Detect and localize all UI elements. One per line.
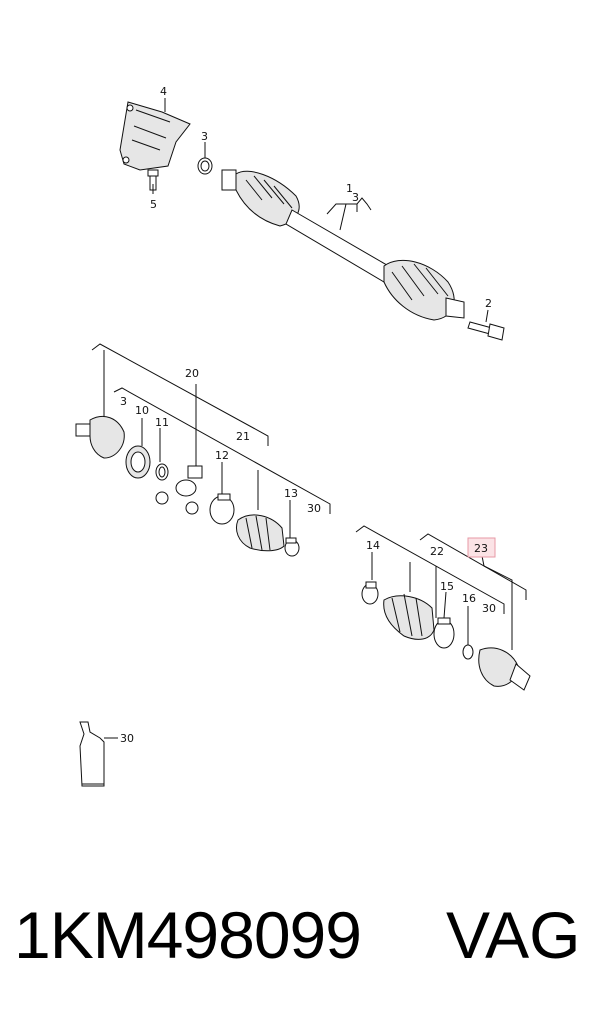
callout-12: 12 — [215, 449, 229, 462]
callout-30c: 30 — [120, 732, 134, 745]
grease-tube-part-30 — [79, 721, 105, 787]
drive-shaft-part-1 — [221, 169, 465, 321]
callout-3c: 3 — [120, 395, 127, 408]
circlip-part-3-top — [197, 157, 213, 175]
part-number: 1KM498099 — [14, 898, 362, 972]
callout-1: 1 — [346, 182, 353, 195]
boot-part-21 — [236, 514, 285, 552]
tripod-joint — [155, 465, 203, 515]
exploded-parts-diagram: 1 3 3 4 5 2 20 3 10 11 21 12 13 30 14 22… — [75, 85, 531, 787]
callout-15: 15 — [440, 580, 454, 593]
clamp-part-14 — [361, 581, 379, 605]
callout-2: 2 — [485, 297, 492, 310]
callout-23-highlighted[interactable]: 23 — [474, 542, 488, 555]
highlight-box-23 — [467, 537, 496, 558]
callout-22: 22 — [430, 545, 444, 558]
callout-3a: 3 — [352, 191, 359, 204]
callout-13: 13 — [284, 487, 298, 500]
callout-30b: 30 — [482, 602, 496, 615]
clamp-part-13 — [284, 537, 300, 557]
bolt-part-2 — [467, 321, 505, 341]
callout-4: 4 — [160, 85, 167, 98]
inner-joint-housing — [75, 416, 125, 459]
clamp-part-12 — [209, 493, 235, 525]
callout-30a: 30 — [307, 502, 321, 515]
callout-3b: 3 — [201, 130, 208, 143]
ring-part-10 — [125, 445, 151, 479]
callout-20: 20 — [185, 367, 199, 380]
bracket-part-4 — [119, 101, 191, 171]
callout-5: 5 — [150, 198, 157, 211]
callout-21: 21 — [236, 430, 250, 443]
footer: 1KM498099 VAG — [0, 890, 600, 990]
callout-10: 10 — [135, 404, 149, 417]
callout-11: 11 — [155, 416, 169, 429]
callout-14: 14 — [366, 539, 380, 552]
circlip-part-11 — [155, 463, 169, 481]
clamp-part-15 — [433, 617, 455, 649]
bolt-part-5 — [147, 169, 159, 191]
callout-16: 16 — [462, 592, 476, 605]
circlip-part-16 — [462, 644, 474, 660]
outer-joint — [478, 647, 531, 691]
brand-name: VAG — [446, 898, 581, 972]
boot-outer — [383, 593, 435, 640]
